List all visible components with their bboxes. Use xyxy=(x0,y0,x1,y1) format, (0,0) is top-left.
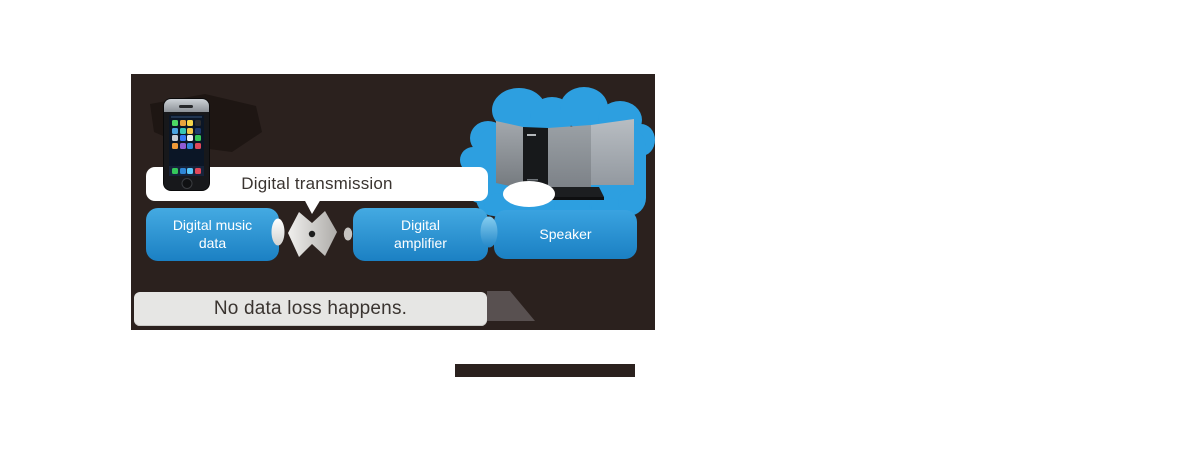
app-icon xyxy=(194,120,201,126)
dock-app-icon xyxy=(187,168,194,174)
iphone-image xyxy=(164,99,209,190)
phone-dock xyxy=(169,166,204,176)
app-icon xyxy=(187,142,193,149)
phone-statusbar xyxy=(171,116,202,118)
app-icon xyxy=(187,135,193,141)
node-label: Digital music data xyxy=(172,217,253,251)
app-icon xyxy=(172,127,178,134)
app-icon xyxy=(194,127,201,134)
phone-screen xyxy=(169,115,204,176)
app-icon xyxy=(194,142,201,149)
app-icon xyxy=(172,120,178,126)
app-icon xyxy=(172,142,178,149)
app-icon xyxy=(179,142,186,149)
dock-app-icon xyxy=(172,168,179,174)
phone-earpiece xyxy=(179,105,193,108)
signal-node-dot xyxy=(343,227,353,241)
connector-lens-blue xyxy=(480,216,498,248)
app-icon xyxy=(187,120,193,126)
app-icon xyxy=(179,127,186,134)
no-data-loss-bar: No data loss happens. xyxy=(134,292,487,326)
node-digital-amplifier: Digital amplifier xyxy=(353,208,488,261)
caption-label: No data loss happens. xyxy=(213,298,408,319)
connector-lens-white xyxy=(271,218,285,246)
app-icon xyxy=(179,135,186,141)
phone-app-grid xyxy=(172,120,202,149)
dock-app-icon xyxy=(194,168,201,174)
flow-arrow xyxy=(487,291,535,321)
wireless-signal-icon xyxy=(288,211,337,257)
banner-label: Digital transmission xyxy=(241,174,393,193)
node-label: Speaker xyxy=(539,225,592,242)
banner-pointer xyxy=(304,199,321,214)
dock-app-icon xyxy=(179,168,186,174)
node-digital-music-data: Digital music data xyxy=(146,208,279,261)
cloud-highlight-shape xyxy=(503,181,555,207)
diagram-panel: Digital transmission Digital music data … xyxy=(131,74,655,330)
app-icon xyxy=(194,135,201,141)
app-icon xyxy=(179,120,186,126)
app-icon xyxy=(172,135,178,141)
node-label: Digital amplifier xyxy=(394,217,447,251)
app-icon xyxy=(187,127,193,134)
phone-home-button xyxy=(181,177,192,189)
node-speaker: Speaker xyxy=(494,210,637,259)
bottom-divider-bar xyxy=(455,364,635,377)
